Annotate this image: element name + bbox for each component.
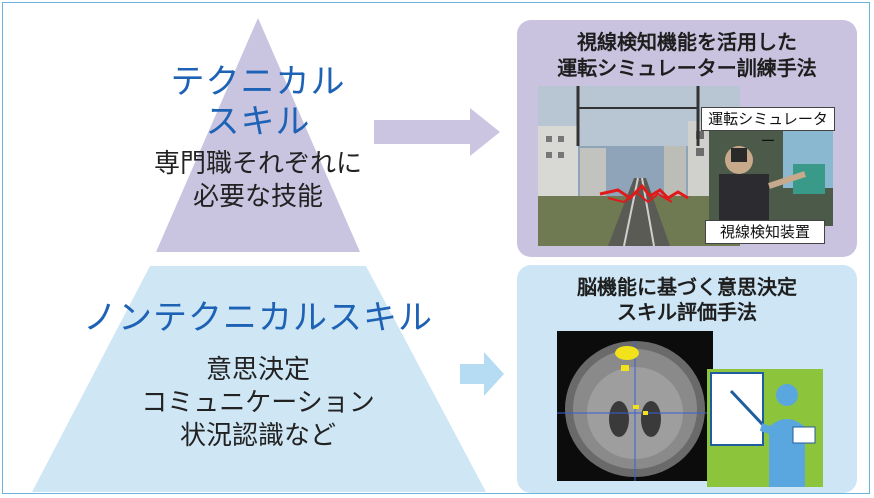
technical-desc-line2: 必要な技能 — [192, 182, 323, 212]
technical-skill-description: 専門職それぞれに 必要な技能 — [58, 148, 458, 214]
brain-evaluation-panel: 脳機能に基づく意思決定 スキル評価手法 — [517, 265, 857, 493]
nontechnical-skill-description: 意思決定 コミュニケーション 状況認識など — [58, 354, 458, 453]
top-arrow — [374, 108, 500, 156]
nontechnical-desc-line3: 状況認識など — [179, 421, 336, 451]
technical-title-line2: スキル — [205, 102, 311, 142]
nontechnical-desc-line2: コミュニケーション — [141, 388, 375, 418]
technical-desc-line1: 専門職それぞれに — [153, 149, 362, 179]
gaze-training-panel: 視線検知機能を活用した 運転シミュレーター訓練手法 — [517, 20, 857, 257]
bottom-arrow — [460, 352, 504, 396]
nontechnical-desc-line1: 意思決定 — [205, 355, 310, 385]
brain-mri-image — [557, 331, 713, 481]
technical-skill-heading: テクニカル スキル — [58, 62, 458, 142]
driver-simulator-photo — [709, 128, 833, 226]
nontechnical-skill-heading: ノンテクニカルスキル — [58, 298, 458, 338]
gaze-device-label: 視線検知装置 — [705, 220, 825, 244]
brain-panel-title-line2: スキル評価手法 — [617, 300, 757, 324]
technical-title-line1: テクニカル — [170, 62, 346, 102]
nontechnical-title: ノンテクニカルスキル — [83, 298, 433, 338]
technical-skill-triangle — [156, 18, 360, 252]
simulator-label: 運転シミュレーター — [701, 107, 835, 150]
brain-panel-title-line1: 脳機能に基づく意思決定 — [577, 275, 797, 299]
gaze-panel-title-line2: 運転シミュレーター訓練手法 — [557, 56, 817, 80]
nontechnical-skill-trapezoid — [32, 266, 486, 492]
gaze-panel-title-line1: 視線検知機能を活用した — [577, 30, 797, 54]
presenter-illustration — [707, 369, 823, 487]
